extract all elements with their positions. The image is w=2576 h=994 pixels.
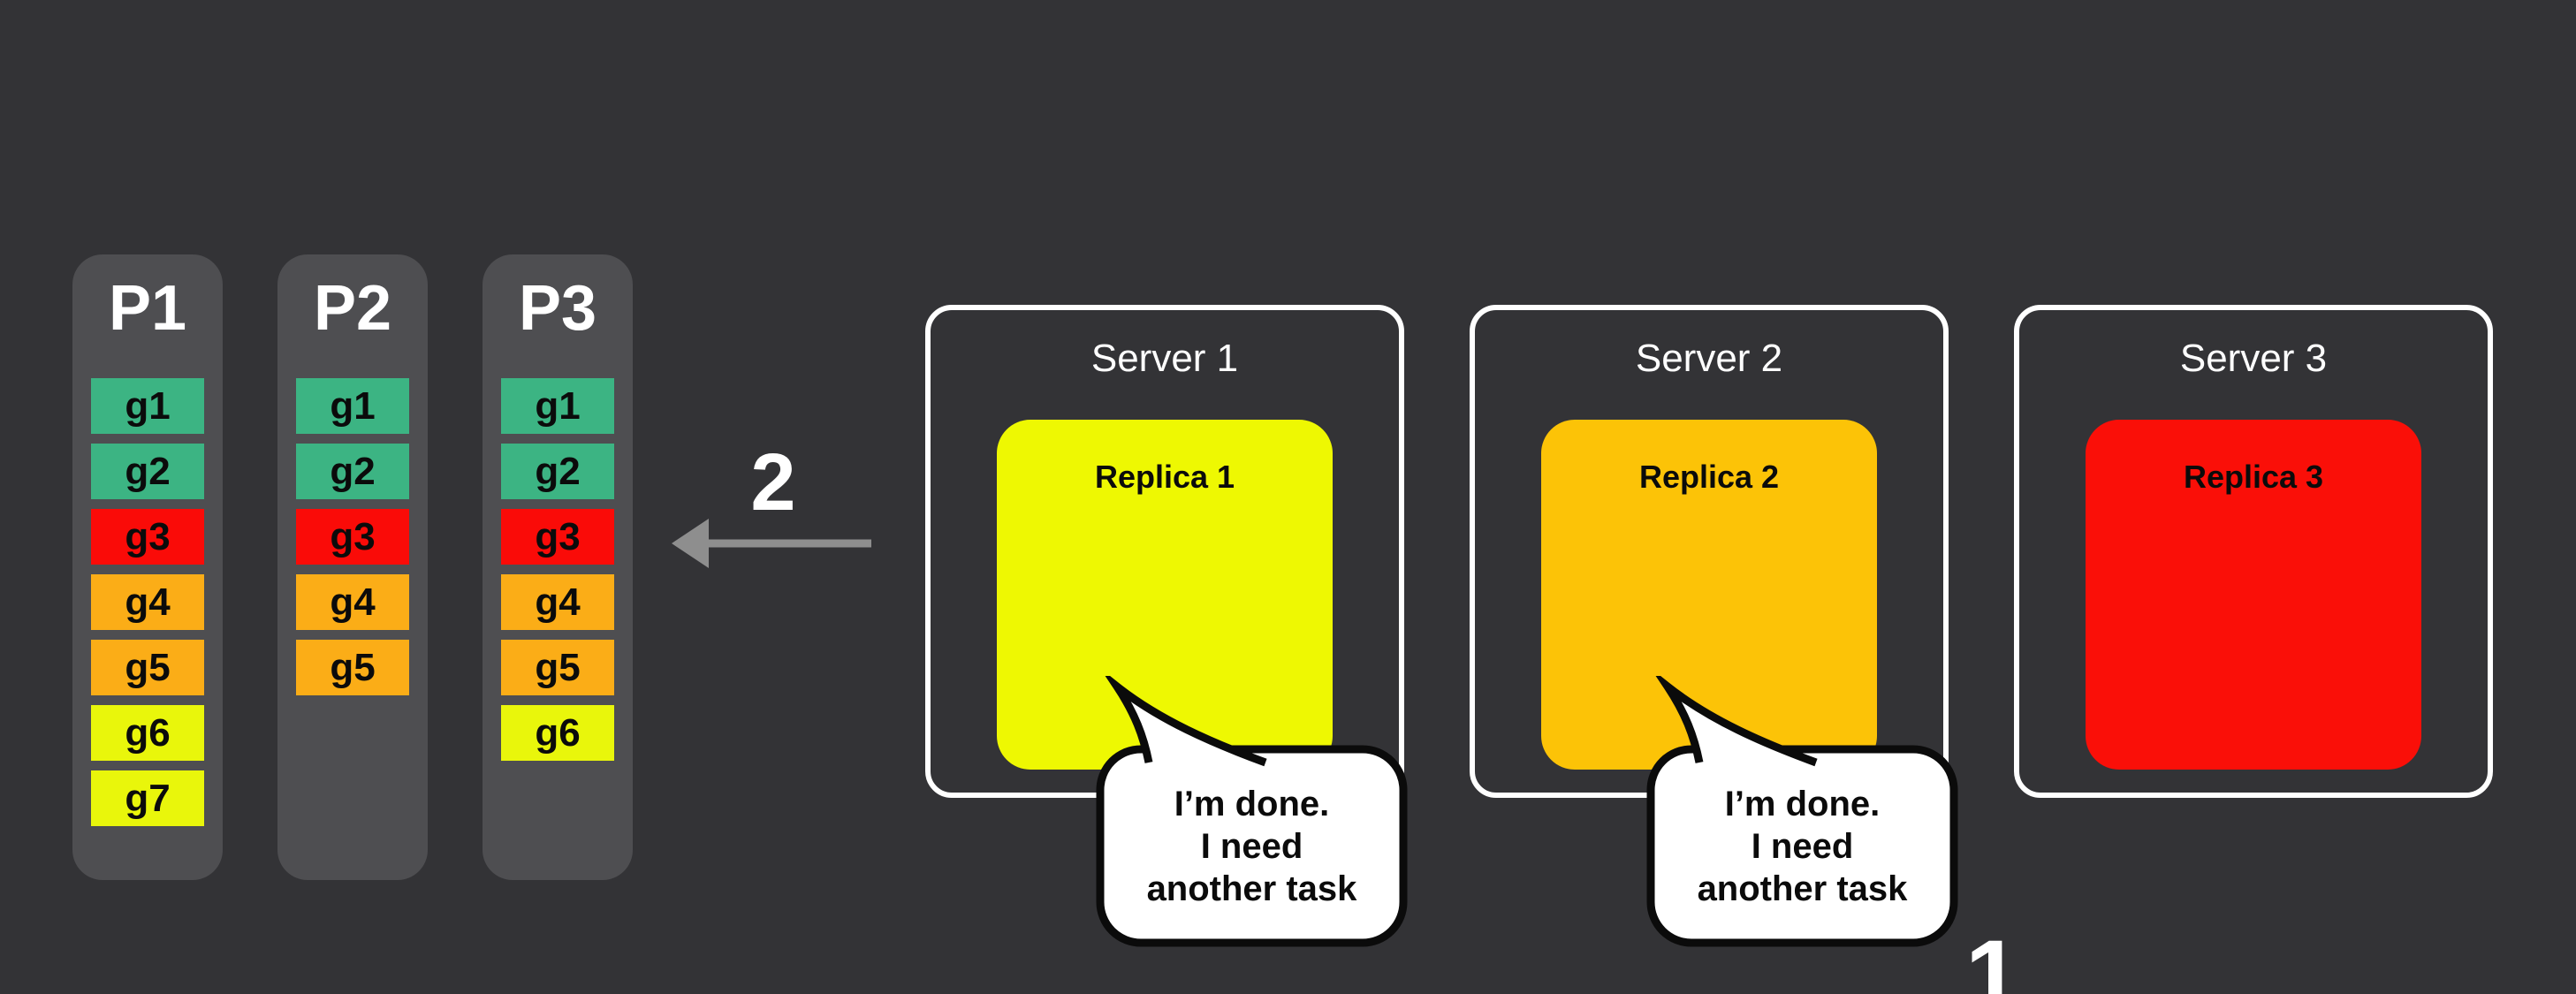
replica-label: Replica 3: [2183, 459, 2324, 495]
bubble-line: another task: [1146, 869, 1357, 908]
bubble-line: another task: [1697, 869, 1908, 908]
replica-label: Replica 1: [1094, 459, 1235, 495]
task-block-g3: g3: [296, 509, 409, 565]
bubble-line: I’m done.: [1724, 784, 1881, 823]
task-block-g1: g1: [296, 378, 409, 434]
server-title: Server 1: [1090, 337, 1239, 380]
task-block-g5: g5: [91, 640, 204, 695]
task-block-g6: g6: [501, 705, 614, 761]
task-block-g6: g6: [91, 705, 204, 761]
replica-3-box: Replica 3: [2086, 420, 2421, 770]
task-block-g7: g7: [91, 770, 204, 826]
task-block-g5: g5: [501, 640, 614, 695]
step-2-label: 2: [750, 437, 796, 527]
task-block-g4: g4: [91, 574, 204, 630]
task-block-g1: g1: [501, 378, 614, 434]
partition-p1: P1 g1 g2 g3 g4 g5 g6 g7: [72, 254, 223, 880]
task-list: g1 g2 g3 g4 g5 g6: [501, 378, 614, 770]
task-block-g3: g3: [91, 509, 204, 565]
task-block-g5: g5: [296, 640, 409, 695]
task-block-g2: g2: [91, 444, 204, 499]
speech-bubble-2-text: I’m done. I need another task: [1651, 749, 1954, 943]
partition-p2: P2 g1 g2 g3 g4 g5: [277, 254, 428, 880]
speech-bubble-1-text: I’m done. I need another task: [1100, 749, 1403, 943]
task-block-g4: g4: [296, 574, 409, 630]
partition-title: P2: [313, 273, 392, 344]
task-block-g1: g1: [91, 378, 204, 434]
bubble-line: I need: [1751, 826, 1854, 866]
speech-bubble-1: [1096, 676, 1408, 947]
task-block-g2: g2: [296, 444, 409, 499]
step-1-label: 1: [1964, 920, 2021, 994]
task-list: g1 g2 g3 g4 g5 g6 g7: [91, 378, 204, 836]
bubble-line: I need: [1200, 826, 1303, 866]
server-title: Server 3: [2179, 337, 2328, 380]
left-arrow-icon: [672, 519, 871, 568]
server-3-box: Server 3 Replica 3: [2014, 305, 2493, 798]
server-title: Server 2: [1635, 337, 1783, 380]
bubble-line: I’m done.: [1174, 784, 1330, 823]
task-block-g2: g2: [501, 444, 614, 499]
partition-title: P1: [108, 273, 187, 344]
bubble-tail: [1655, 676, 1818, 767]
task-block-g4: g4: [501, 574, 614, 630]
partition-p3: P3 g1 g2 g3 g4 g5 g6: [483, 254, 633, 880]
replica-1-box: Replica 1: [997, 420, 1333, 770]
task-block-g3: g3: [501, 509, 614, 565]
speech-bubble-2: [1646, 676, 1958, 947]
replica-label: Replica 2: [1638, 459, 1780, 495]
task-list: g1 g2 g3 g4 g5: [296, 378, 409, 705]
bubble-tail: [1105, 676, 1267, 767]
partition-title: P3: [518, 273, 597, 344]
server-1-box: Server 1 Replica 1: [925, 305, 1404, 798]
